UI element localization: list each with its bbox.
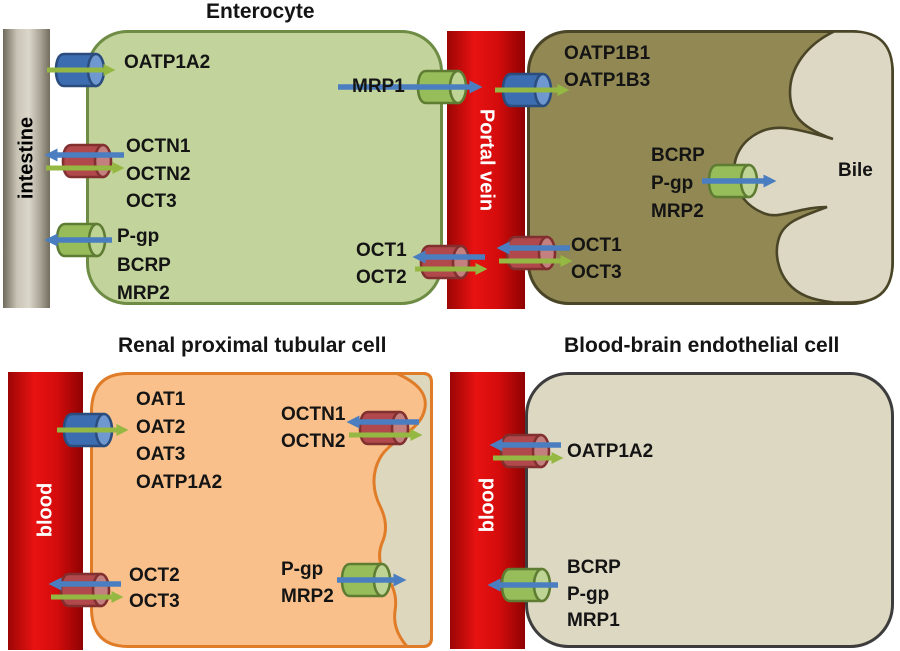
label-group-ren-oat: OAT1 OAT2 OAT3 OATP1A2 — [136, 386, 222, 496]
label-ent-mrp1: MRP1 — [352, 76, 405, 97]
transporter-label: OCT3 — [571, 262, 622, 283]
transporter-label: BCRP — [651, 145, 705, 166]
renal-cell-title: Renal proximal tubular cell — [118, 334, 387, 357]
transporter-label: BCRP — [567, 557, 621, 578]
transporter-label: OATP1B1 — [564, 43, 651, 64]
label-group-ren-octn: OCTN1 OCTN2 — [281, 402, 345, 455]
transporter-label: OCT2 — [356, 267, 407, 288]
transporter-label: MRP2 — [117, 283, 170, 304]
bbb-cell-title: Blood-brain endothelial cell — [564, 334, 840, 357]
cylinder-hep-oct — [507, 237, 555, 269]
label-group-hep-efflux: BCRP P-gp MRP2 — [651, 142, 705, 226]
cylinder-ent-octn — [63, 145, 111, 177]
enterocyte-title: Enterocyte — [206, 0, 315, 23]
transporter-label: OCTN1 — [281, 404, 346, 425]
blood-label-right: blood — [476, 477, 499, 533]
label-group-bbb-efflux: BCRP P-gp MRP1 — [567, 555, 621, 635]
label-group-hep-oatp: OATP1B1 OATP1B3 — [564, 40, 650, 94]
bile-canaliculus-region — [732, 30, 894, 304]
transporter-label: OATP1A2 — [136, 471, 223, 493]
label-ent-oatp1a2: OATP1A2 — [124, 52, 211, 73]
cylinder-ren-octn — [360, 412, 408, 444]
label-group-ren-oct: OCT2 OCT3 — [129, 563, 180, 615]
intestine-lumen-bar — [3, 29, 50, 308]
transporter-label: OCTN2 — [126, 163, 191, 185]
transporter-label: OCT3 — [126, 191, 177, 212]
transporter-label: BCRP — [117, 254, 171, 276]
transporter-label: OCT3 — [129, 591, 180, 612]
transporter-label: OAT1 — [136, 389, 186, 410]
cylinder-ent-oct — [421, 246, 469, 278]
transporter-label: OCT1 — [356, 240, 407, 261]
label-group-ent-efflux: P-gp BCRP MRP2 — [117, 223, 171, 309]
label-group-ent-octn: OCTN1 OCTN2 OCT3 — [126, 133, 190, 216]
bile-label: Bile — [838, 160, 873, 181]
intestine-label: intestine — [15, 116, 38, 200]
blood-vessel-right — [450, 372, 525, 649]
blood-label-left: blood — [34, 482, 57, 538]
cylinder-bbb-oatp1a2 — [501, 435, 549, 467]
label-group-hep-oct: OCT1 OCT3 — [571, 232, 622, 286]
transporter-label: P-gp — [567, 583, 610, 605]
label-bbb-oatp1a2: OATP1A2 — [567, 441, 654, 462]
portal-vein-label: Portal vein — [475, 108, 498, 212]
label-group-ent-oct: OCT1 OCT2 — [356, 237, 407, 291]
transporter-label: P-gp — [651, 173, 694, 194]
transporter-label: OATP1B3 — [564, 70, 651, 91]
cylinder-ren-oct — [61, 574, 109, 606]
transporter-label: MRP1 — [567, 610, 620, 631]
transporter-label: MRP2 — [651, 201, 704, 222]
transporter-label: OCTN2 — [281, 430, 346, 452]
blood-brain-endothelial-cell — [525, 372, 894, 648]
transporter-label: P-gp — [281, 559, 324, 580]
transporter-label: OAT3 — [136, 444, 186, 465]
transporter-label: P-gp — [117, 226, 160, 247]
transporter-label: OCT1 — [571, 235, 622, 256]
transporter-label: OAT2 — [136, 416, 186, 438]
transporter-label: OCT2 — [129, 565, 180, 586]
transporter-label: OCTN1 — [126, 136, 191, 157]
label-group-ren-efflux: P-gp MRP2 — [281, 557, 334, 610]
transporter-label: MRP2 — [281, 585, 334, 607]
